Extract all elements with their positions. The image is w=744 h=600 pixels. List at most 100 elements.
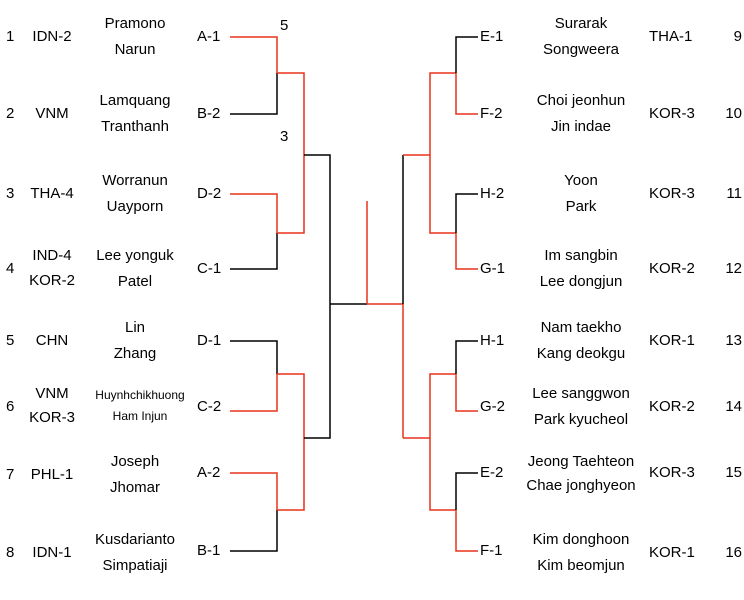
slot-label: F-2 xyxy=(480,105,503,122)
country-code: KOR-2 xyxy=(649,260,695,277)
country-code: PHL-1 xyxy=(30,466,74,483)
seed-number: 14 xyxy=(725,398,742,415)
seed-number: 4 xyxy=(6,260,15,277)
player-name: Worranun xyxy=(102,172,168,189)
seed-number: 5 xyxy=(6,332,15,349)
player-name: Lee yonguk xyxy=(96,247,174,264)
player-name: Lee dongjun xyxy=(539,273,623,290)
slot-label: H-2 xyxy=(480,185,505,202)
right-round1-match-4 xyxy=(455,472,478,552)
right-round1-match-3 xyxy=(455,340,478,412)
left-round1-match-2 xyxy=(230,193,278,270)
player-name: Patel xyxy=(117,273,153,290)
country-code: VNM xyxy=(35,385,69,402)
country-code: IDN-1 xyxy=(32,544,72,561)
country-code: THA-1 xyxy=(649,28,693,45)
slot-label: E-1 xyxy=(480,28,504,45)
country-code: KOR-3 xyxy=(29,409,75,426)
country-code: KOR-3 xyxy=(649,105,695,122)
seed-number: 1 xyxy=(6,28,15,45)
player-name: Lamquang xyxy=(99,92,171,109)
slot-label: H-1 xyxy=(480,332,505,349)
country-code: VNM xyxy=(35,105,69,122)
player-name: Kim donghoon xyxy=(532,531,630,548)
left-round1-match-1 xyxy=(230,36,278,115)
player-name: Lin xyxy=(124,319,146,336)
country-code: KOR-2 xyxy=(649,398,695,415)
right-round1-match-2 xyxy=(455,193,478,270)
player-name: Chae jonghyeon xyxy=(526,477,636,494)
seed-number: 6 xyxy=(6,398,15,415)
player-name: Pramono xyxy=(104,15,166,32)
left-round2-top xyxy=(277,72,305,234)
seed-number: 10 xyxy=(725,105,742,122)
player-name: Park xyxy=(565,198,597,215)
slot-label: F-1 xyxy=(480,542,503,559)
player-name: Im sangbin xyxy=(544,247,618,264)
slot-label: D-1 xyxy=(197,332,222,349)
player-name: Ham Injun xyxy=(112,409,168,423)
country-code: CHN xyxy=(35,332,69,349)
country-code: KOR-1 xyxy=(649,544,695,561)
left-round2-bottom xyxy=(277,373,305,511)
player-name: Tranthanh xyxy=(101,118,169,135)
country-code: THA-4 xyxy=(30,185,74,202)
player-name: Simpatiaji xyxy=(102,557,168,574)
right-round1-match-1 xyxy=(455,36,478,115)
slot-label: B-1 xyxy=(197,542,221,559)
right-round2-top xyxy=(429,72,456,234)
player-name: Songweera xyxy=(543,41,619,58)
seed-number: 12 xyxy=(725,260,742,277)
score-label: 5 xyxy=(280,17,289,34)
player-name: Jhomar xyxy=(109,479,161,496)
slot-label: D-2 xyxy=(197,185,222,202)
seed-number: 9 xyxy=(733,28,742,45)
right-semifinal xyxy=(402,154,430,439)
slot-label: A-1 xyxy=(197,28,221,45)
player-name: Choi jeonhun xyxy=(536,92,626,109)
slot-label: C-2 xyxy=(197,398,222,415)
seed-number: 2 xyxy=(6,105,15,122)
player-name: Park kyucheol xyxy=(533,411,629,428)
score-label: 3 xyxy=(280,128,289,145)
player-name: Kang deokgu xyxy=(536,345,626,362)
seed-number: 8 xyxy=(6,544,15,561)
country-code: KOR-1 xyxy=(649,332,695,349)
player-name: Narun xyxy=(114,41,156,58)
seed-number: 13 xyxy=(725,332,742,349)
player-name: Jeong Taehteon xyxy=(527,453,635,470)
player-name: Joseph xyxy=(110,453,160,470)
country-code: KOR-2 xyxy=(29,272,75,289)
player-name: Yoon xyxy=(564,172,598,189)
seed-number: 11 xyxy=(726,185,742,202)
player-name: Nam taekho xyxy=(540,319,622,336)
seed-number: 7 xyxy=(6,466,15,483)
player-name: Zhang xyxy=(113,345,157,362)
slot-label: B-2 xyxy=(197,105,221,122)
player-name: Huynhchikhuong xyxy=(95,388,185,402)
player-name: Kim beomjun xyxy=(537,557,625,574)
left-semifinal xyxy=(304,154,331,439)
final-connector xyxy=(330,201,403,305)
slot-label: C-1 xyxy=(197,260,222,277)
right-round2-bottom xyxy=(429,373,456,511)
slot-label: G-2 xyxy=(480,398,506,415)
player-name: Lee sanggwon xyxy=(532,385,630,402)
seed-number: 15 xyxy=(725,464,742,481)
slot-label: E-2 xyxy=(480,464,504,481)
player-name: Kusdarianto xyxy=(94,531,176,548)
country-code: KOR-3 xyxy=(649,464,695,481)
country-code: KOR-3 xyxy=(649,185,695,202)
seed-number: 3 xyxy=(6,185,15,202)
slot-label: G-1 xyxy=(480,260,506,277)
player-name: Uayporn xyxy=(106,198,164,215)
player-name: Surarak xyxy=(554,15,608,32)
left-round1-match-3 xyxy=(230,340,278,412)
left-round1-match-4 xyxy=(230,472,278,552)
slot-label: A-2 xyxy=(197,464,221,481)
country-code: IND-4 xyxy=(32,247,72,264)
player-name: Jin indae xyxy=(550,118,612,135)
seed-number: 16 xyxy=(725,544,742,561)
